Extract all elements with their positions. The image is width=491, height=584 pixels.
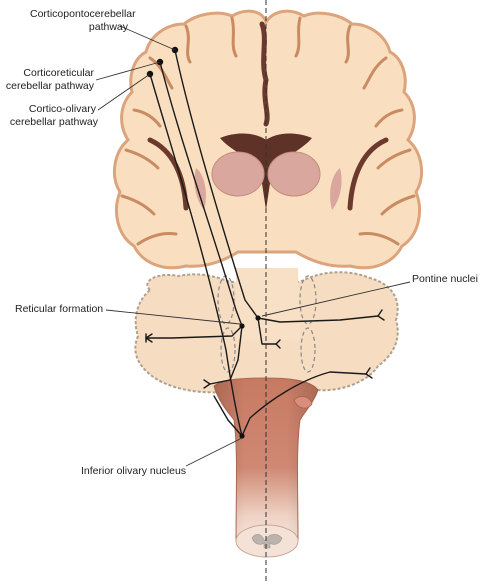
label-pontine-nuclei: Pontine nuclei (412, 273, 478, 285)
grey-matter-icon (251, 534, 283, 549)
lateral-fissure-right (347, 137, 389, 211)
leader-lines (95, 25, 411, 467)
sulci (120, 16, 416, 246)
insula-left (194, 168, 206, 210)
label-cortico-olivary-line1: Cortico-olivary (28, 103, 96, 115)
label-corticopontocerebellar-line1: Corticopontocerebellar (30, 8, 136, 20)
pathway-lines (145, 49, 379, 437)
inferior-olive (293, 396, 313, 409)
label-inferior-olivary-nucleus: Inferior olivary nucleus (81, 465, 187, 477)
arrow-icons (145, 309, 385, 389)
label-corticoreticular-line2: cerebellar pathway (5, 80, 94, 92)
label-reticular-formation: Reticular formation (15, 303, 104, 315)
label-cortico-olivary-line2: cerebellar pathway (9, 116, 98, 128)
lateral-fissure-left (147, 137, 189, 211)
thalamus-left (211, 151, 265, 197)
thalamus-right (267, 151, 321, 197)
insula-right (330, 168, 342, 210)
label-corticoreticular-line1: Corticoreticular (23, 67, 94, 79)
label-corticopontocerebellar-line2: pathway (88, 21, 128, 33)
pons (236, 268, 300, 340)
